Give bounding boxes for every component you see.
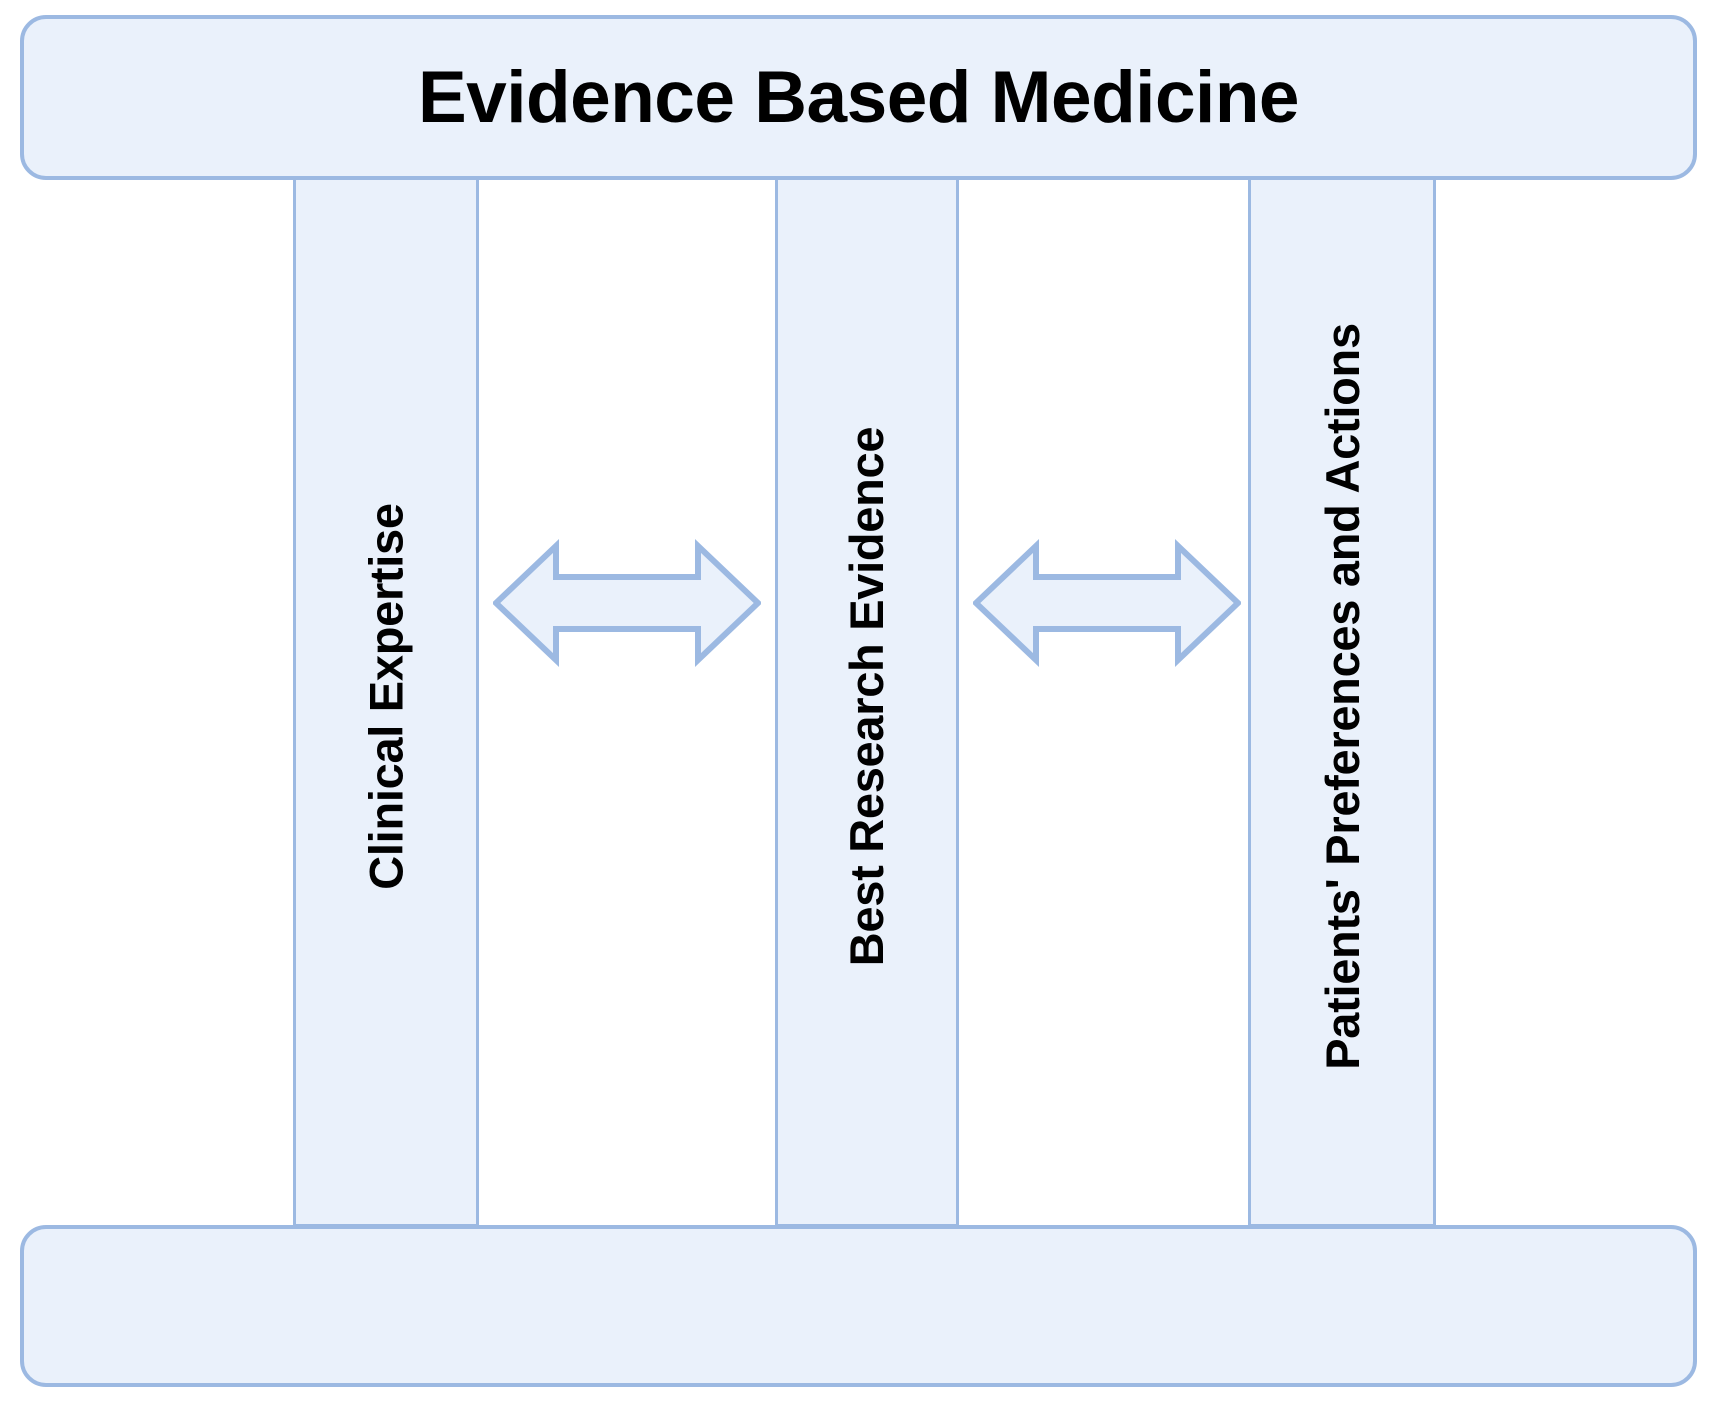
pillar-label-patients-preferences-and-actions: Patients' Preferences and Actions [1315, 322, 1369, 1070]
pillar-patients-preferences-and-actions: Patients' Preferences and Actions [1248, 165, 1436, 1227]
pillar-clinical-expertise: Clinical Expertise [293, 165, 479, 1227]
double-headed-arrow-icon-2 [973, 535, 1241, 671]
pillar-label-clinical-expertise: Clinical Expertise [359, 502, 413, 890]
pillar-best-research-evidence: Best Research Evidence [775, 165, 959, 1227]
page-title: Evidence Based Medicine [417, 57, 1300, 138]
header-bar: Evidence Based Medicine [20, 15, 1697, 180]
footer-bar [20, 1225, 1697, 1387]
pillar-label-best-research-evidence: Best Research Evidence [840, 426, 894, 966]
double-headed-arrow-icon-1 [493, 535, 761, 671]
